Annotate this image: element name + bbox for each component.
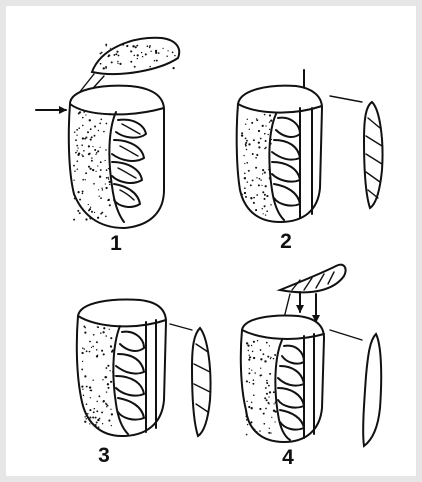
step-4-figure: 4 — [241, 265, 381, 469]
step-2-figure: 2 — [237, 70, 383, 253]
connector-line — [170, 324, 192, 330]
connector-line — [330, 330, 362, 340]
removed-crest-flake-4 — [280, 265, 346, 293]
step-3-figure: 3 — [77, 300, 211, 467]
connector-line — [330, 96, 362, 102]
detached-blade-3 — [192, 328, 211, 436]
step-label-2: 2 — [280, 230, 292, 253]
detached-blade-4 — [363, 334, 381, 446]
step-1-figure: 1 — [36, 38, 179, 255]
step-label-4: 4 — [282, 446, 294, 469]
step-label-3: 3 — [98, 444, 110, 467]
removed-flake-1 — [92, 38, 179, 74]
step-label-1: 1 — [110, 232, 122, 255]
